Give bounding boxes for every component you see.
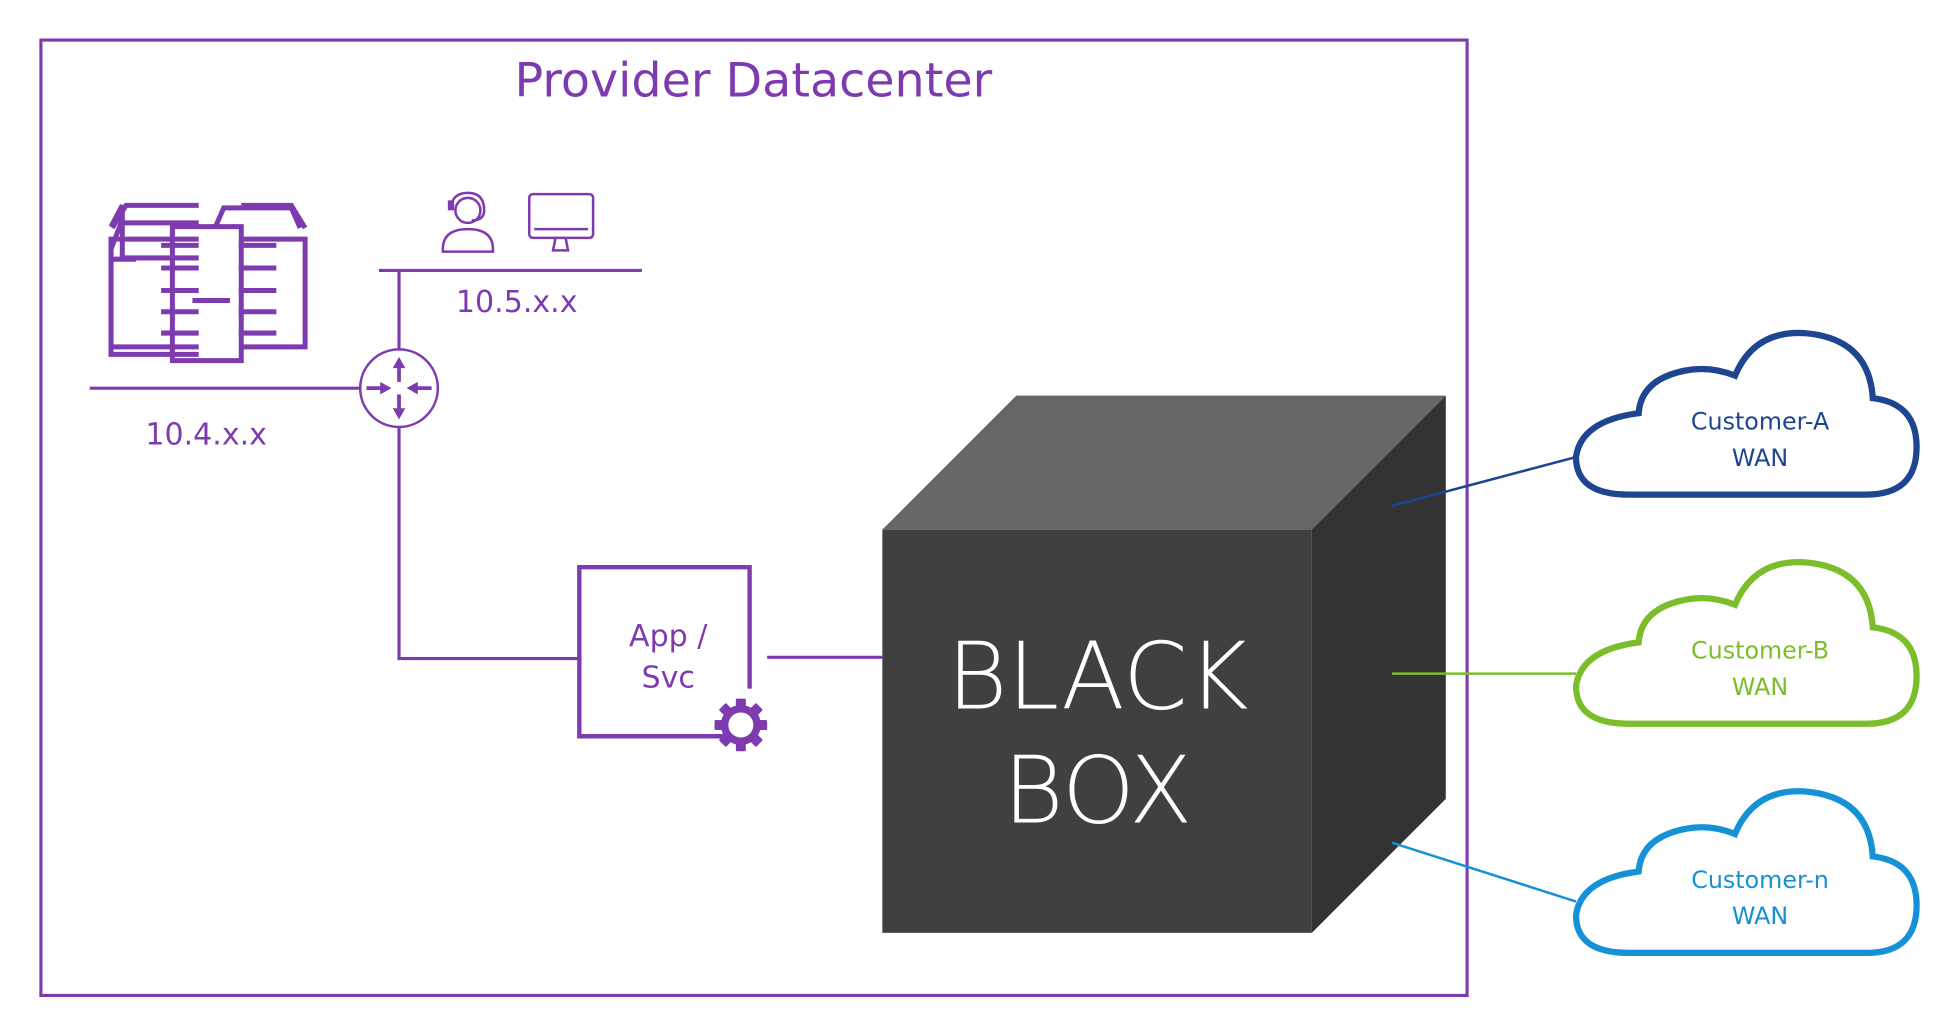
router-to-app-link xyxy=(397,426,579,661)
server-network-label: 10.4.x.x xyxy=(145,418,267,453)
datacenter-title: Provider Datacenter xyxy=(515,53,993,108)
customer-a-cloud: Customer-A WAN xyxy=(1572,329,1920,498)
customer-b-name: Customer-B xyxy=(1691,637,1829,665)
customer-a-sub: WAN xyxy=(1732,444,1788,472)
router-icon xyxy=(358,348,440,429)
black-box-label-line1: BLACK xyxy=(947,623,1249,731)
app-service-node: App / Svc xyxy=(577,565,752,739)
customer-b-sub: WAN xyxy=(1732,673,1788,701)
black-box-label-line2: BOX xyxy=(1003,737,1192,845)
server-rack-slots xyxy=(161,242,277,336)
black-box-front-face xyxy=(882,529,1312,933)
server-cluster-outline xyxy=(108,220,199,357)
support-agent-icon xyxy=(441,191,495,253)
customer-b-cloud: Customer-B WAN xyxy=(1572,559,1920,727)
customer-n-name: Customer-n xyxy=(1691,866,1829,894)
black-box-side-face xyxy=(1311,395,1446,933)
customer-n-link xyxy=(1391,841,1577,903)
customer-a-link xyxy=(1391,455,1577,508)
gear-icon xyxy=(714,698,768,752)
datacenter-boundary xyxy=(39,38,1469,998)
app-label-line2: Svc xyxy=(642,660,695,695)
customer-n-sub: WAN xyxy=(1732,902,1788,930)
server-cluster-icon xyxy=(108,202,308,364)
app-label-line1: App / xyxy=(629,619,708,654)
user-network-label: 10.5.x.x xyxy=(456,285,578,320)
black-box-top-face xyxy=(882,395,1446,530)
monitor-icon xyxy=(527,192,595,252)
black-box: BLACK BOX xyxy=(882,395,1446,933)
customer-a-name: Customer-A xyxy=(1691,407,1830,435)
customer-n-cloud: Customer-n WAN xyxy=(1572,788,1920,956)
